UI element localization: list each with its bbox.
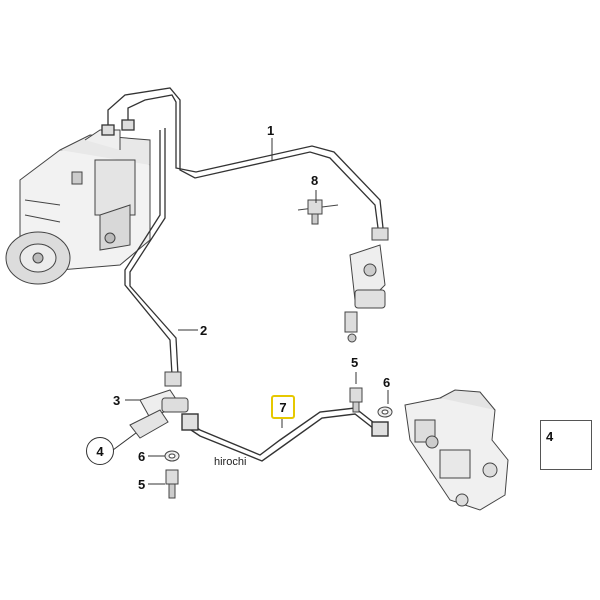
callout-6-upper: 6 xyxy=(383,375,391,390)
callout-7-highlight: 7 xyxy=(271,395,295,419)
callout-1: 1 xyxy=(267,123,275,138)
callout-3: 3 xyxy=(113,393,121,408)
callout-4-circled: 4 xyxy=(86,437,114,465)
brake-caliper xyxy=(404,389,509,511)
callout-8: 8 xyxy=(311,173,319,188)
callout-5-lower: 5 xyxy=(138,477,146,492)
brake-line-2 xyxy=(124,128,179,376)
callout-2: 2 xyxy=(200,323,208,338)
watermark-text: hirochi xyxy=(214,456,247,468)
abs-unit xyxy=(5,129,151,285)
master-cylinder xyxy=(344,227,389,343)
callout-5-upper: 5 xyxy=(351,355,359,370)
callout-7: 7 xyxy=(279,399,287,415)
fitting-assembly xyxy=(129,371,189,439)
inset-frame xyxy=(540,420,592,470)
leader-lines xyxy=(112,138,389,485)
sensor-clip xyxy=(297,199,339,225)
banjo-bolt-lower xyxy=(164,450,180,499)
brake-line-1 xyxy=(101,87,384,229)
callout-4-inset: 4 xyxy=(546,429,554,444)
callout-6-lower: 6 xyxy=(138,449,146,464)
banjo-bolt-upper xyxy=(349,387,393,418)
